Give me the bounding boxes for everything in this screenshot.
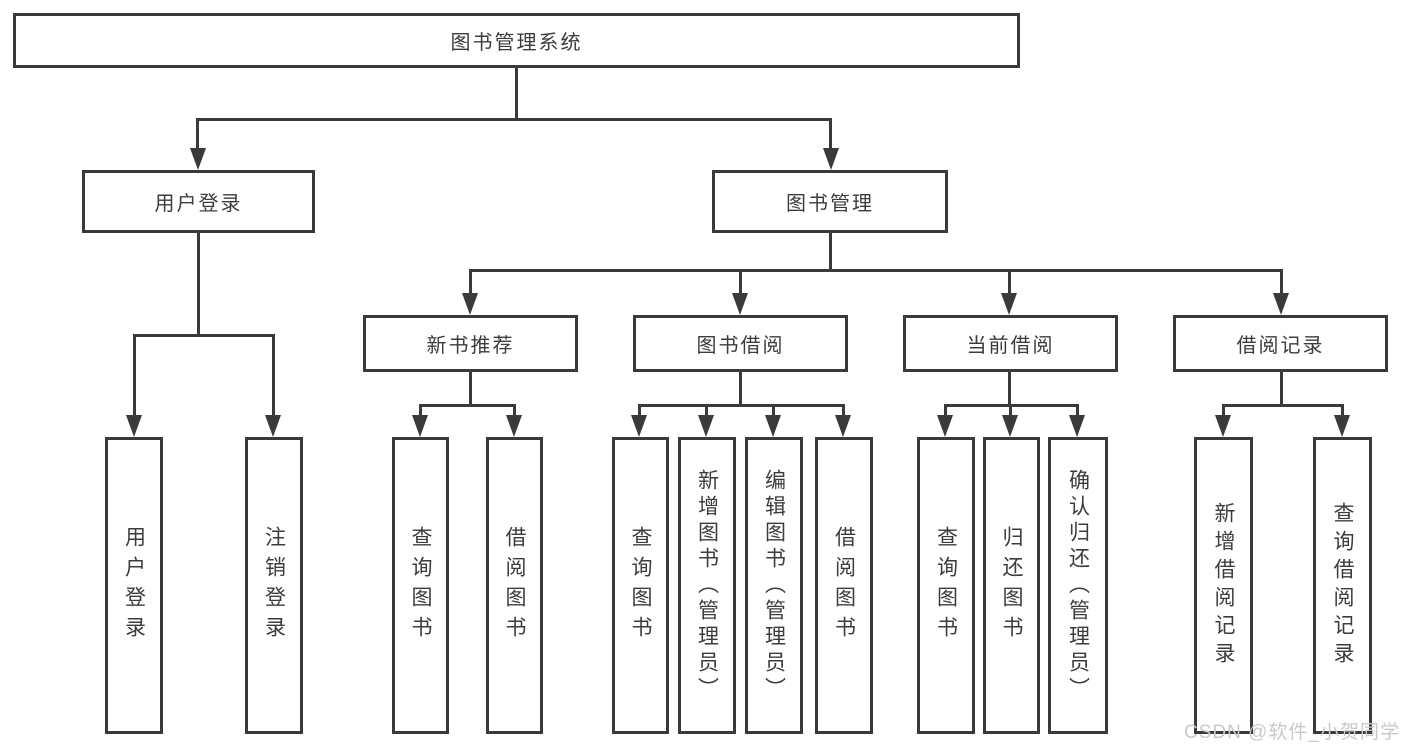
arrow-down-icon [412,415,428,437]
arrow-down-icon [937,415,953,437]
arrow-down-icon [1334,415,1350,437]
leaf-label: 查询图书 [629,525,652,646]
connector-line [133,334,275,337]
leaf-bb-borrow-books: 借阅图书 [815,437,873,734]
leaf-logout: 注销登录 [245,437,303,734]
connector-line [469,269,472,295]
node-current-borrowing: 当前借阅 [903,315,1118,372]
node-label: 图书管理 [786,193,874,215]
arrow-down-icon [698,415,714,437]
arrow-down-icon [1273,293,1289,315]
node-label: 新书推荐 [426,335,515,357]
node-label: 图书借阅 [696,335,785,357]
node-book-borrowing: 图书借阅 [633,315,848,372]
leaf-label: 编辑图书（管理员） [762,468,786,703]
connector-line [1008,269,1011,295]
arrow-down-icon [462,293,478,315]
arrow-down-icon [1069,415,1085,437]
leaf-br-query-record: 查询借阅记录 [1313,437,1372,734]
leaf-cb-confirm-return-admin: 确认归还（管理员） [1048,437,1108,734]
arrow-down-icon [506,415,522,437]
connector-line [419,404,422,418]
leaf-label: 查询图书 [409,525,432,646]
node-book-management: 图书管理 [712,170,948,233]
watermark: CSDN @软件_小贺同学 [1184,722,1400,743]
arrow-down-icon [631,415,647,437]
connector-line [829,118,832,152]
connector-line [272,334,275,417]
leaf-cb-return-books: 归还图书 [983,437,1040,734]
node-label: 借阅记录 [1236,335,1325,357]
node-new-book-recommend: 新书推荐 [363,315,578,372]
connector-line [1280,372,1283,406]
leaf-bb-query-books: 查询图书 [612,437,669,734]
arrow-down-icon [835,415,851,437]
leaf-nb-query-books: 查询图书 [392,437,449,734]
connector-line [842,404,845,418]
connector-line [469,372,472,406]
arrow-down-icon [126,415,142,437]
connector-line [638,404,845,407]
node-label: 图书管理系统 [450,32,583,54]
connector-line [739,269,742,295]
node-label: 用户登录 [154,193,243,215]
connector-line [1076,404,1079,418]
leaf-label: 注销登录 [262,525,286,646]
connector-line [133,334,136,417]
leaf-bb-edit-book-admin: 编辑图书（管理员） [745,437,803,734]
leaf-user-login: 用户登录 [105,437,163,734]
connector-line [515,68,518,120]
connector-line [772,404,775,418]
leaf-nb-borrow-books: 借阅图书 [486,437,543,734]
arrow-down-icon [823,148,839,170]
arrow-down-icon [1001,293,1017,315]
connector-line [1008,372,1011,406]
leaf-label: 新增图书（管理员） [695,468,719,703]
connector-line [1009,404,1012,418]
leaf-label: 借阅图书 [503,525,526,646]
leaf-label: 确认归还（管理员） [1066,468,1090,703]
leaf-cb-query-books: 查询图书 [917,437,975,734]
connector-line [1222,404,1343,407]
node-label: 当前借阅 [966,335,1055,357]
node-library-system: 图书管理系统 [13,13,1020,68]
leaf-label: 用户登录 [122,525,146,646]
leaf-label: 查询借阅记录 [1331,501,1354,670]
connector-line [1222,404,1225,418]
connector-line [196,118,832,121]
connector-line [513,404,516,418]
connector-line [197,233,200,336]
leaf-label: 借阅图书 [832,525,856,646]
leaf-bb-add-book-admin: 新增图书（管理员） [678,437,736,734]
connector-line [469,269,1282,272]
leaf-label: 归还图书 [1000,525,1023,646]
connector-line [196,118,199,152]
connector-line [829,233,832,271]
connector-line [419,404,516,407]
arrow-down-icon [265,415,281,437]
arrow-down-icon [1002,415,1018,437]
arrow-down-icon [732,293,748,315]
arrow-down-icon [190,148,206,170]
connector-line [1341,404,1344,418]
connector-line [739,372,742,406]
leaf-label: 查询图书 [934,525,958,646]
connector-line [638,404,641,418]
leaf-label: 新增借阅记录 [1212,501,1235,670]
leaf-br-add-record: 新增借阅记录 [1194,437,1253,734]
node-user-login: 用户登录 [82,170,315,233]
connector-line [944,404,947,418]
arrow-down-icon [1215,415,1231,437]
node-borrowing-records: 借阅记录 [1173,315,1388,372]
connector-line [1280,269,1283,295]
arrow-down-icon [765,415,781,437]
connector-line [705,404,708,418]
